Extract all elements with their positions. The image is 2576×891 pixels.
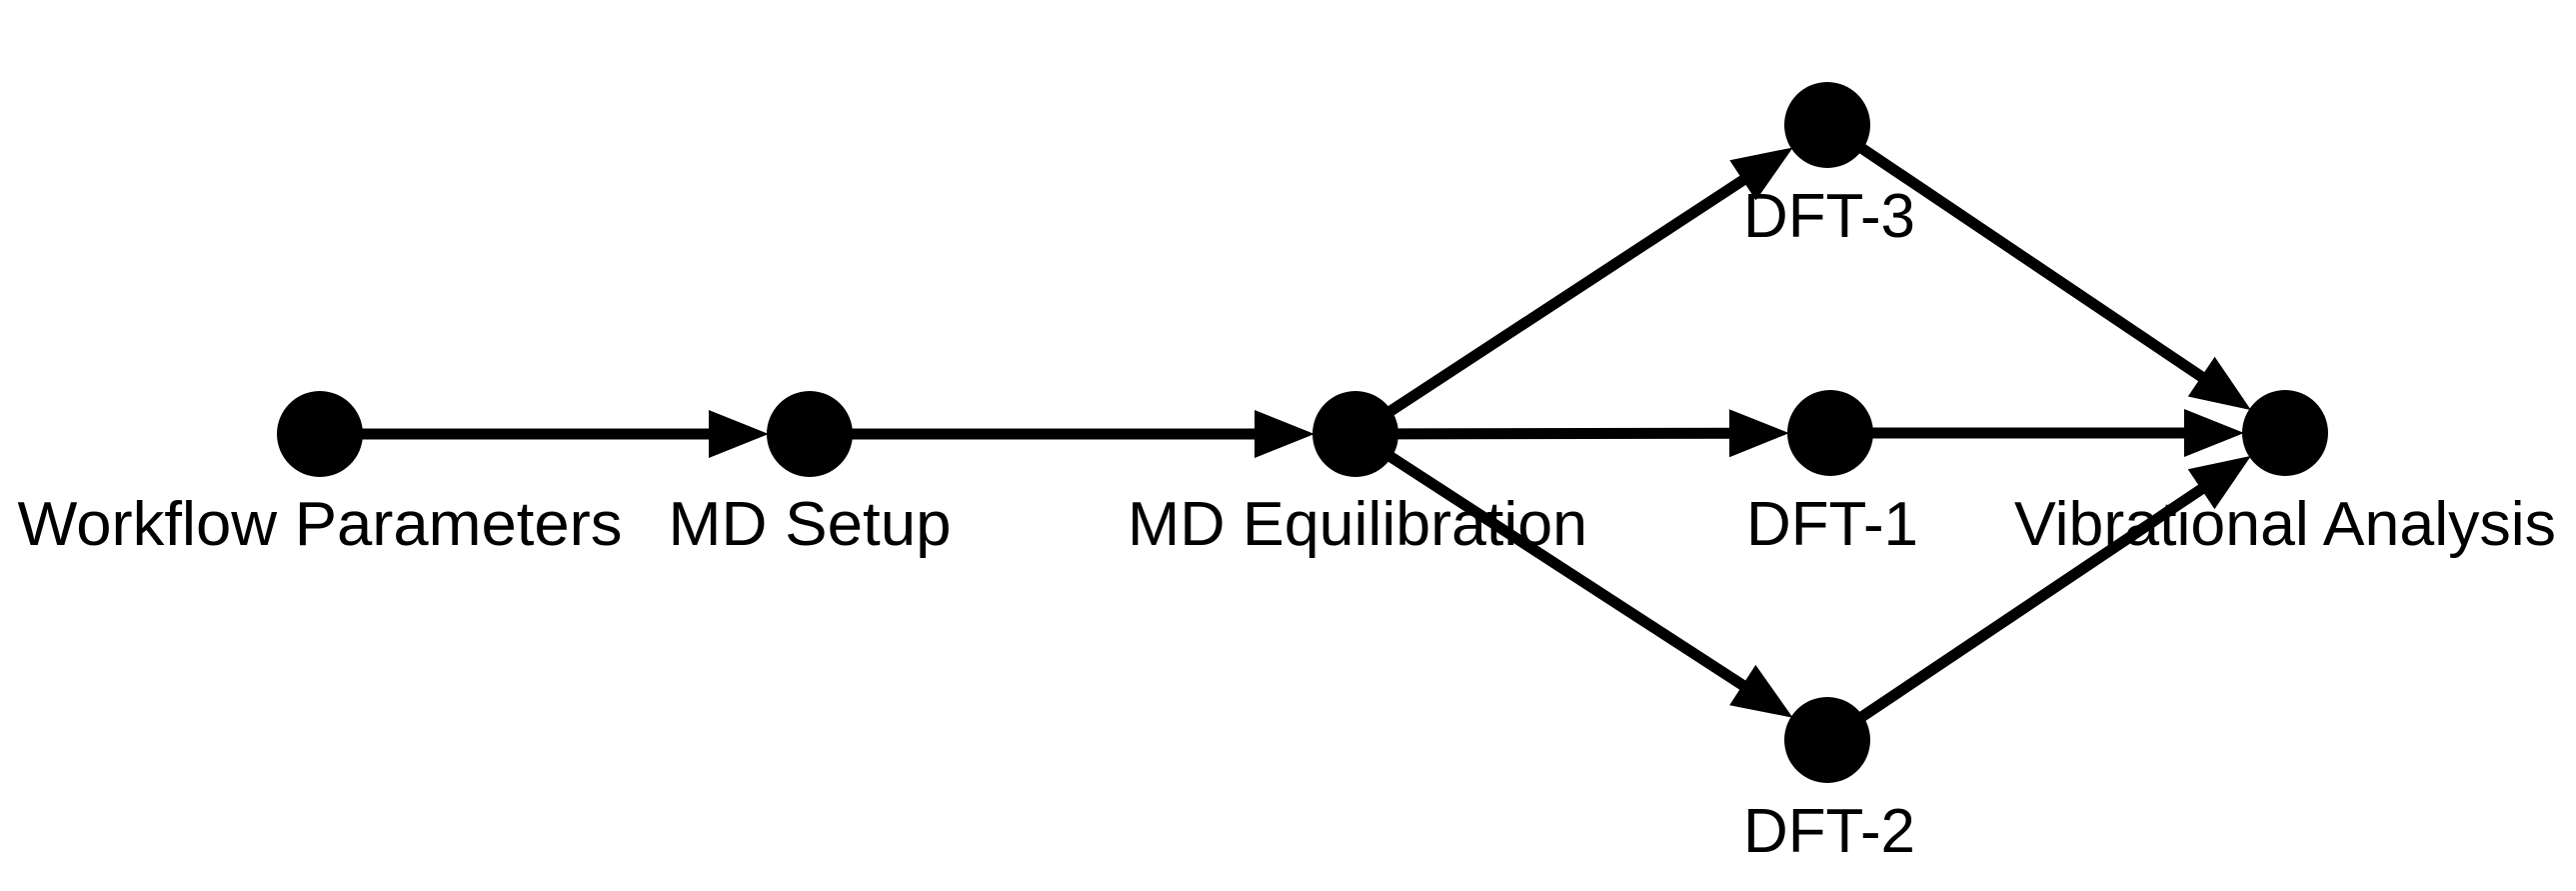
arrow-head-icon [2184,409,2244,457]
edge-md-setup-md-equilibration [851,410,1314,458]
edge-md-equilibration-dft-1 [1395,409,1790,458]
node-label-dft-1: DFT-1 [1746,490,1918,559]
arrow-head-icon [709,410,769,458]
node-md-setup[interactable] [767,391,853,477]
edge-dft-3-vibrational-analysis [1857,143,2251,411]
edge-workflow-parameters-md-setup [361,410,769,458]
node-label-workflow-parameters: Workflow Parameters [18,490,623,559]
edge-layer [361,143,2251,722]
arrow-head-icon [2187,455,2251,510]
arrow-head-icon [2187,356,2251,411]
edge-md-equilibration-dft-2 [1386,451,1793,718]
node-label-md-setup: MD Setup [669,490,952,559]
node-md-equilibration[interactable] [1312,391,1398,477]
node-workflow-parameters[interactable] [277,391,363,477]
node-vibrational-analysis[interactable] [2242,390,2328,476]
edge-dft-2-vibrational-analysis [1857,455,2251,722]
node-layer [277,82,2328,783]
arrow-head-icon [1255,410,1314,458]
node-label-dft-2: DFT-2 [1743,797,1915,866]
node-dft-2[interactable] [1784,697,1870,783]
arrow-head-icon [1728,409,1790,458]
arrow-head-icon [1729,147,1793,201]
edge-md-equilibration-dft-3 [1386,147,1793,417]
node-label-dft-3: DFT-3 [1743,182,1915,251]
node-dft-1[interactable] [1787,390,1873,476]
node-label-vibrational-analysis: Vibrational Analysis [2014,490,2556,559]
label-layer: Workflow Parameters MD Setup MD Equilibrat… [18,182,2557,866]
node-label-md-equilibration: MD Equilibration [1128,490,1587,559]
node-dft-3[interactable] [1784,82,1870,168]
edge-dft-1-vibrational-analysis [1871,409,2244,457]
arrow-head-icon [1729,664,1793,718]
